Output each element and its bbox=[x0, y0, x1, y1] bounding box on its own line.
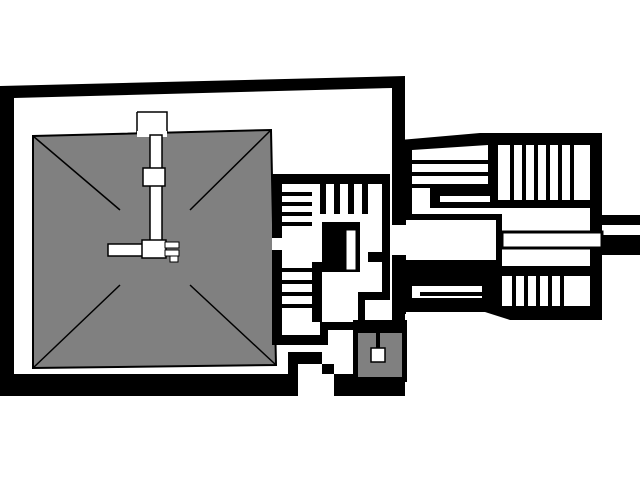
antechamber bbox=[142, 167, 166, 187]
causeway bbox=[392, 133, 640, 320]
side-niche bbox=[169, 255, 179, 263]
temple-passage bbox=[272, 238, 312, 250]
entrance-passage bbox=[137, 111, 168, 133]
statue-niche bbox=[345, 229, 357, 271]
satellite-pyramid bbox=[353, 320, 407, 382]
burial-chamber bbox=[107, 243, 147, 257]
pyramid-edge bbox=[189, 284, 277, 366]
entrance-gap bbox=[137, 131, 167, 137]
central-chamber bbox=[141, 239, 167, 259]
annex-gate bbox=[392, 225, 406, 255]
side-niche bbox=[164, 249, 180, 257]
causeway-corridor bbox=[500, 230, 604, 250]
annex-storerooms-lower bbox=[412, 266, 590, 306]
descending-corridor bbox=[149, 134, 163, 251]
pyramid-edge bbox=[189, 129, 272, 211]
annex-storerooms-upper bbox=[412, 145, 590, 208]
storerooms-lower bbox=[280, 252, 386, 322]
entrance-hall bbox=[406, 220, 496, 260]
mortuary-temple bbox=[272, 174, 390, 345]
internal-chambers bbox=[107, 111, 180, 263]
pyramid-edge bbox=[32, 135, 121, 211]
side-niche bbox=[164, 241, 180, 249]
storerooms-upper bbox=[280, 184, 368, 226]
pyramid-edge bbox=[32, 284, 121, 369]
